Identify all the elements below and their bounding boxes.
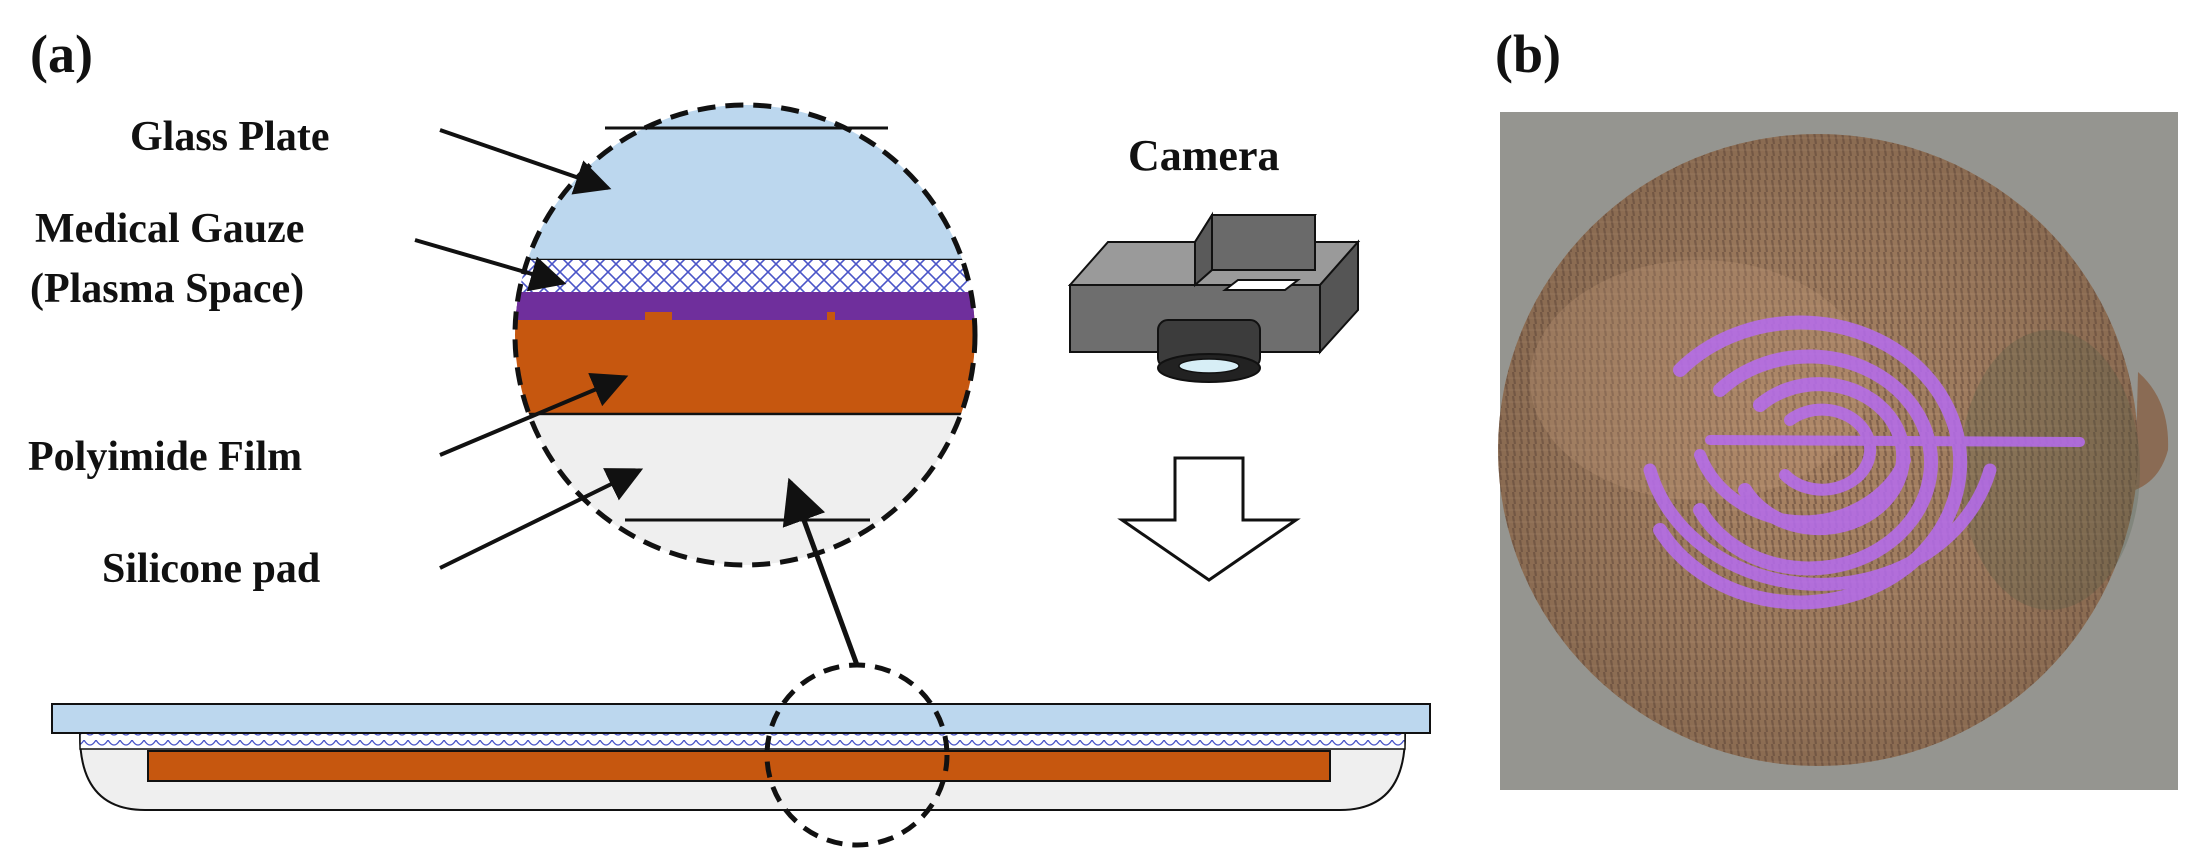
panel-a-label: (a) [30,24,93,84]
medical-gauze-label: Medical Gauze [35,206,304,252]
glass-plate-overview [51,703,1431,734]
downward-arrow-icon [1117,456,1301,582]
medical-gauze-zoom [515,260,975,292]
device-photo [1498,112,2178,790]
glass-plate-label: Glass Plate [130,114,329,160]
polyimide-arrow [439,373,629,457]
silicone-pad-zoom [515,416,975,565]
plasma-discharge-rings [1643,315,2085,610]
glass-plate-arrow [439,128,612,195]
gauze-arrow [414,238,567,292]
zoom-circle [512,102,978,568]
plasma-space-label: (Plasma Space) [30,266,304,312]
gauze-overview [79,732,1406,750]
camera-label: Camera [1128,131,1280,180]
panel-b-label: (b) [1495,24,1561,84]
polyimide-film-label: Polyimide Film [28,434,302,480]
zoom-link-arrow [782,477,860,666]
polyimide-film-overview [147,750,1331,782]
silicone-arrow [439,468,644,570]
detail-circle [764,662,950,848]
silicone-pad-label: Silicone pad [102,546,320,592]
glass-plate-zoom [515,105,975,260]
camera-icon [1067,211,1361,383]
device-overview [51,703,1431,811]
